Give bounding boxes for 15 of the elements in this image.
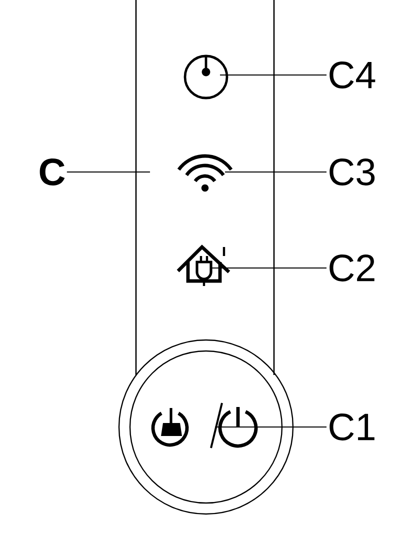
control-panel	[135, 0, 275, 375]
timer-icon	[184, 54, 228, 100]
leader-line	[225, 171, 326, 173]
part-label: C2	[330, 254, 374, 282]
leader-line	[220, 74, 326, 76]
part-label: C1	[330, 414, 374, 440]
leader-line	[215, 426, 326, 428]
part-label: C	[40, 158, 65, 186]
part-label: C3	[330, 158, 375, 186]
wifi-icon	[177, 154, 233, 192]
part-label: C4	[330, 62, 376, 88]
leader-line	[66, 171, 150, 173]
power-clean-button	[118, 339, 294, 515]
home-plug-icon	[176, 244, 230, 286]
leader-line	[210, 267, 326, 269]
